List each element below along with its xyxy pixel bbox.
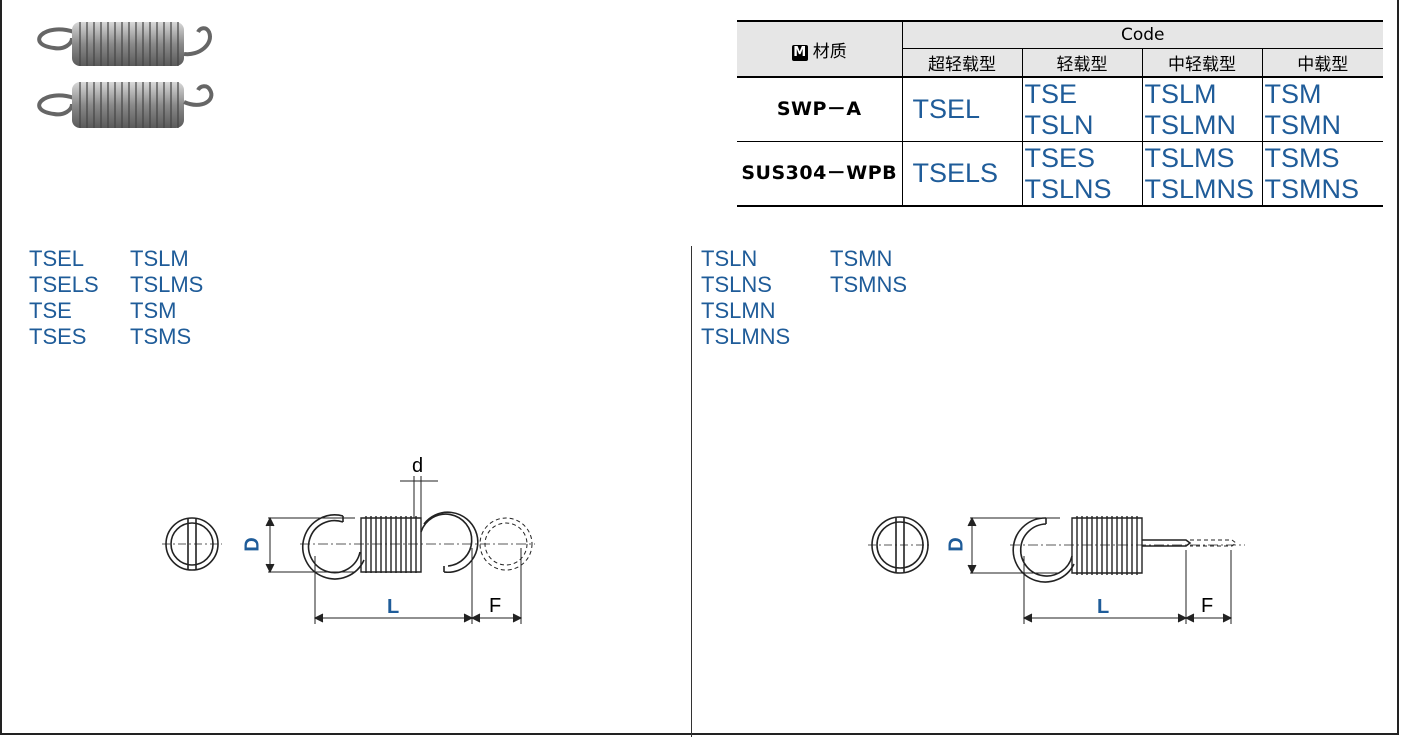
code-value: TSES <box>1024 142 1096 173</box>
dim-label-D: D <box>945 537 968 552</box>
code-item: TSLMN <box>701 298 776 323</box>
code-item: TSLNS <box>701 272 772 297</box>
code-value: TSE <box>1024 78 1078 109</box>
type-header: 轻载型 <box>1021 48 1142 78</box>
product-photo <box>37 22 214 128</box>
dim-label-D: D <box>241 537 264 552</box>
material-icon: M <box>791 44 808 61</box>
dim-label-F: F <box>1201 595 1214 617</box>
code-value: TSMS <box>1264 142 1340 173</box>
code-cell: TSEL <box>901 77 1022 142</box>
right-codes-col2: TSMN TSMNS <box>830 246 907 298</box>
material-cell: SWP－A <box>737 77 902 142</box>
code-item: TSMN <box>830 246 893 271</box>
code-value: TSMNS <box>1264 173 1360 204</box>
code-item: TSLN <box>701 246 758 271</box>
left-codes-col1: TSEL TSELS TSE TSES <box>29 246 99 350</box>
left-spring-drawing <box>162 476 535 624</box>
code-item: TSLMNS <box>701 324 791 349</box>
right-spring-drawing <box>868 516 1245 624</box>
code-item: TSELS <box>29 272 99 297</box>
code-value: TSLMS <box>1144 142 1235 173</box>
code-value: TSLN <box>1024 109 1094 140</box>
code-item: TSES <box>29 324 87 349</box>
material-cell: SUS304－WPB <box>737 141 902 207</box>
code-item: TSMNS <box>830 272 907 297</box>
dim-label-L: L <box>387 596 400 618</box>
code-item: TSEL <box>29 246 85 271</box>
code-item: TSLMS <box>130 272 204 297</box>
code-value: TSLNS <box>1024 173 1112 204</box>
material-header-label: 材质 <box>812 41 847 62</box>
code-value: TSM <box>1264 78 1322 109</box>
code-value: TSLMN <box>1144 109 1237 140</box>
code-header: Code <box>901 20 1383 49</box>
dim-label-L: L <box>1097 596 1110 618</box>
code-value: TSLMNS <box>1144 173 1255 204</box>
code-item: TSM <box>130 298 177 323</box>
code-item: TSLM <box>130 246 189 271</box>
spring-photo-top <box>37 22 212 66</box>
code-item: TSMS <box>130 324 192 349</box>
code-value: TSLM <box>1144 78 1217 109</box>
code-value: TSMN <box>1264 109 1342 140</box>
type-header: 超轻载型 <box>901 48 1022 78</box>
left-codes-col2: TSLM TSLMS TSM TSMS <box>130 246 203 350</box>
panel-divider <box>691 246 692 737</box>
code-cell: TSELS <box>901 141 1022 207</box>
spring-photo-bottom <box>37 82 214 128</box>
dim-label-F: F <box>489 595 502 617</box>
code-item: TSE <box>29 298 72 323</box>
right-codes-col1: TSLN TSLNS TSLMN TSLMNS <box>701 246 790 350</box>
dim-label-d: d <box>412 455 424 477</box>
type-header: 中载型 <box>1261 48 1383 78</box>
type-header: 中轻载型 <box>1141 48 1262 78</box>
